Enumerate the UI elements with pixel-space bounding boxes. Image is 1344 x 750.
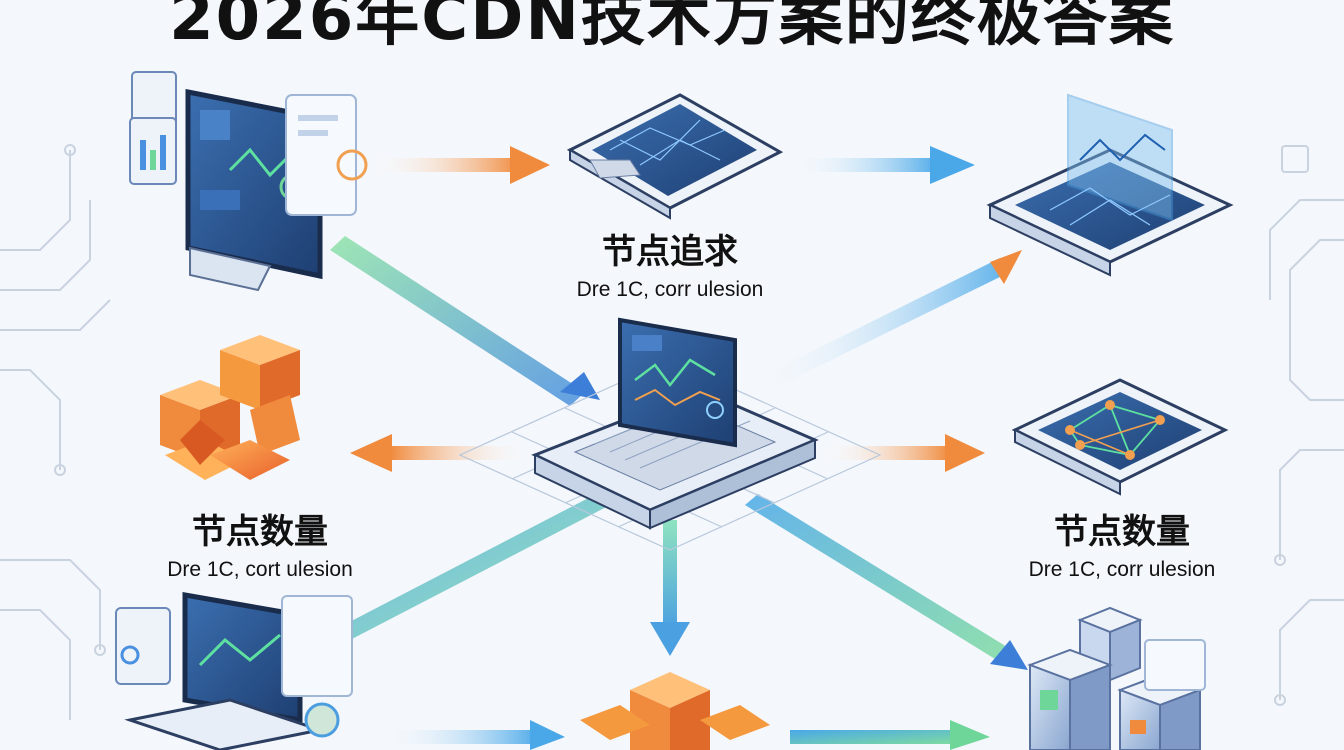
- bottom-left-laptop: [115, 592, 353, 750]
- label-top-subtitle: Dre 1C, corr ulesion: [576, 278, 764, 301]
- arrow-middle-left: [390, 446, 530, 460]
- bottom-right-servers: [1027, 606, 1206, 750]
- horizontal-arrows: [350, 146, 990, 750]
- page-title: 2026年CDN技术方案的终极答案: [169, 0, 1175, 55]
- right-network-tablet: [1011, 378, 1229, 496]
- label-top: 节点追求 Dre 1C, corr ulesion: [520, 232, 820, 304]
- arrow-bottomleft-to-center: [338, 492, 612, 640]
- circuit-traces-left: [0, 144, 111, 720]
- connector-arrows: [330, 236, 1028, 670]
- label-top-heading: 节点追求: [602, 232, 738, 272]
- left-cube-cluster: [160, 335, 300, 480]
- top-right-tablet: [986, 93, 1234, 277]
- top-center-tablet: [566, 93, 784, 220]
- bottom-center-cube: [580, 672, 770, 750]
- label-right-subtitle: Dre 1C, corr ulesion: [1028, 558, 1216, 581]
- arrow-top-left: [370, 158, 520, 172]
- arrow-top-right: [790, 158, 940, 172]
- center-laptop: [531, 317, 819, 530]
- arrow-topleft-to-center: [330, 236, 585, 406]
- label-left-subtitle: Dre 1C, cort ulesion: [167, 558, 353, 581]
- circuit-traces-right: [1269, 145, 1344, 706]
- arrow-center-to-bottom: [663, 520, 677, 630]
- label-left-heading: 节点数量: [192, 512, 328, 552]
- label-right-heading: 节点数量: [1054, 512, 1190, 552]
- arrow-bottom-left: [380, 730, 540, 744]
- arrow-middle-right: [820, 446, 950, 460]
- arrow-center-to-topright: [750, 258, 1010, 395]
- label-right: 节点数量 Dre 1C, corr ulesion: [972, 512, 1272, 584]
- label-left: 节点数量 Dre 1C, cort ulesion: [110, 512, 410, 584]
- top-left-monitor: [129, 71, 368, 292]
- arrow-bottom-right: [790, 730, 960, 744]
- arrow-center-to-bottomright: [745, 494, 1012, 662]
